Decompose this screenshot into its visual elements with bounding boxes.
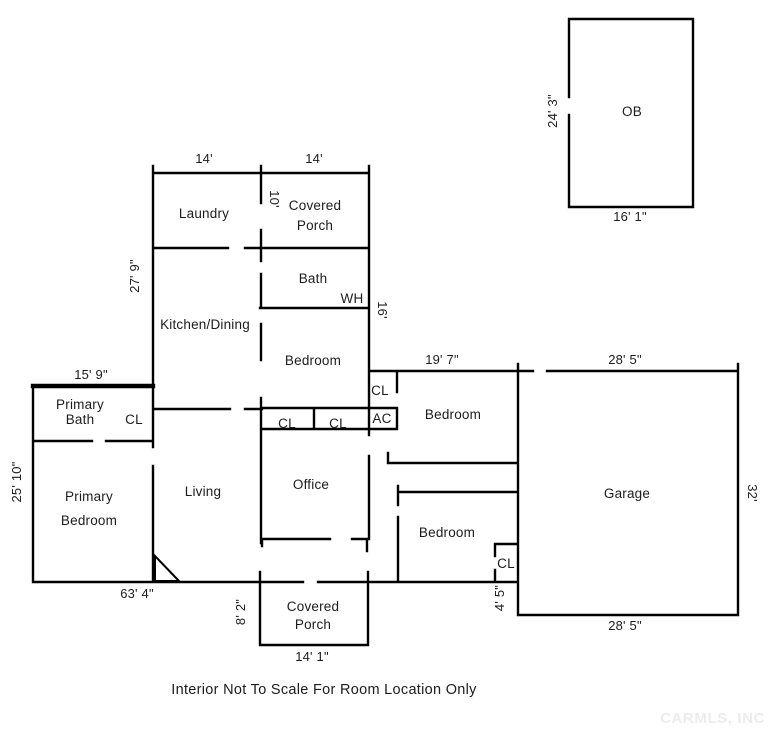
watermark-text: CARMLS, INC	[660, 710, 765, 727]
room-label-primary-bath-line2: Bath	[66, 412, 95, 427]
room-label-bath: Bath	[299, 271, 328, 286]
dim-house-width: 63' 4"	[120, 586, 154, 601]
room-label-ac-closet: AC	[372, 411, 391, 426]
room-label-outbuilding: OB	[622, 104, 642, 119]
walls	[30, 17, 740, 647]
dim-outbuilding-height: 24' 3"	[545, 94, 560, 128]
dim-outbuilding-width: 16' 1"	[613, 209, 647, 224]
room-label-garage: Garage	[604, 486, 650, 501]
dim-garage-height: 32'	[745, 484, 760, 502]
room-label-covered-porch-bottom-line1: Covered	[287, 599, 339, 614]
door-swing-triangle	[154, 553, 182, 582]
room-label-bedroom-right-lower-closet: CL	[497, 556, 515, 571]
dimension-labels: 14' 14' 27' 9" 10' 16' 15' 9" 25' 10" 63…	[9, 94, 760, 664]
dim-primary-suite-height: 25' 10"	[9, 461, 24, 502]
dim-porch-divider-depth: 10'	[267, 190, 282, 208]
room-label-covered-porch-bottom-line2: Porch	[295, 617, 331, 632]
dim-garage-width-bottom: 28' 5"	[608, 618, 642, 633]
room-label-office-closet-right: CL	[329, 416, 347, 431]
room-labels: Laundry Covered Porch Bath WH Kitchen/Di…	[56, 104, 650, 632]
room-label-office: Office	[293, 477, 329, 492]
dim-primary-suite-width: 15' 9"	[74, 367, 108, 382]
room-label-office-closet-left: CL	[278, 416, 296, 431]
room-label-primary-bedroom-line1: Primary	[65, 489, 113, 504]
disclaimer-caption: Interior Not To Scale For Room Location …	[171, 682, 477, 698]
dim-porch-bottom-width: 14' 1"	[295, 649, 329, 664]
room-label-laundry: Laundry	[179, 206, 229, 221]
dim-laundry-width: 14'	[195, 151, 213, 166]
dim-garage-wall-offset: 4' 5"	[492, 585, 507, 611]
dim-middle-column-height: 16'	[375, 301, 390, 319]
wall-lines	[31, 17, 740, 647]
dim-left-wing-height: 27' 9"	[127, 259, 142, 293]
room-label-covered-porch-top-line2: Porch	[297, 218, 333, 233]
room-label-bedroom-middle: Bedroom	[285, 353, 341, 368]
dim-porch-top-width: 14'	[305, 151, 323, 166]
room-label-hall-closet: CL	[371, 383, 389, 398]
dim-porch-bottom-depth: 8' 2"	[233, 599, 248, 625]
room-label-bedroom-right-lower: Bedroom	[419, 525, 475, 540]
room-label-bedroom-right-upper: Bedroom	[425, 407, 481, 422]
room-label-living: Living	[185, 484, 221, 499]
room-label-kitchen-dining: Kitchen/Dining	[160, 317, 250, 332]
room-label-covered-porch-top-line1: Covered	[289, 198, 341, 213]
room-label-primary-bedroom-line2: Bedroom	[61, 513, 117, 528]
dim-garage-width-top: 28' 5"	[608, 352, 642, 367]
room-label-primary-bath-closet: CL	[125, 412, 143, 427]
room-label-primary-bath-line1: Primary	[56, 397, 104, 412]
dim-bedroom-wing-width: 19' 7"	[425, 352, 459, 367]
room-label-water-heater: WH	[341, 291, 364, 306]
